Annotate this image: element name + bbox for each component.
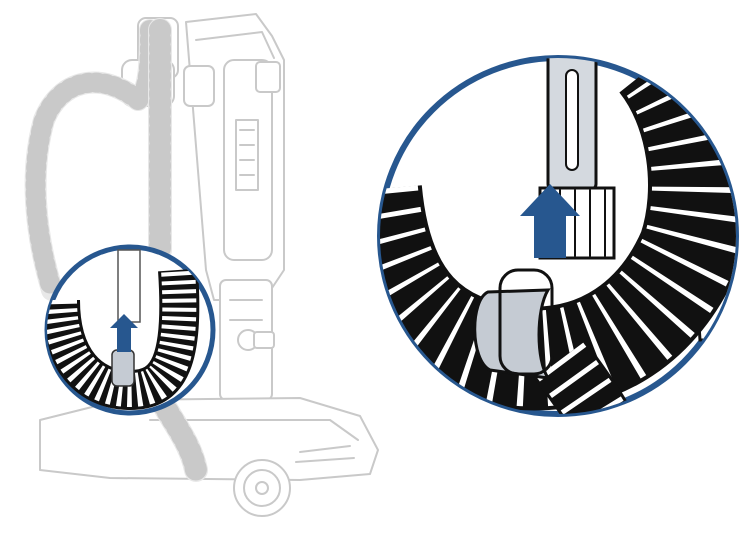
- hose-clip-callout-large: [377, 55, 739, 417]
- hose-clip-callout-small: [44, 244, 216, 416]
- hose-clip: [473, 288, 552, 380]
- up-arrow-icon: [520, 184, 580, 258]
